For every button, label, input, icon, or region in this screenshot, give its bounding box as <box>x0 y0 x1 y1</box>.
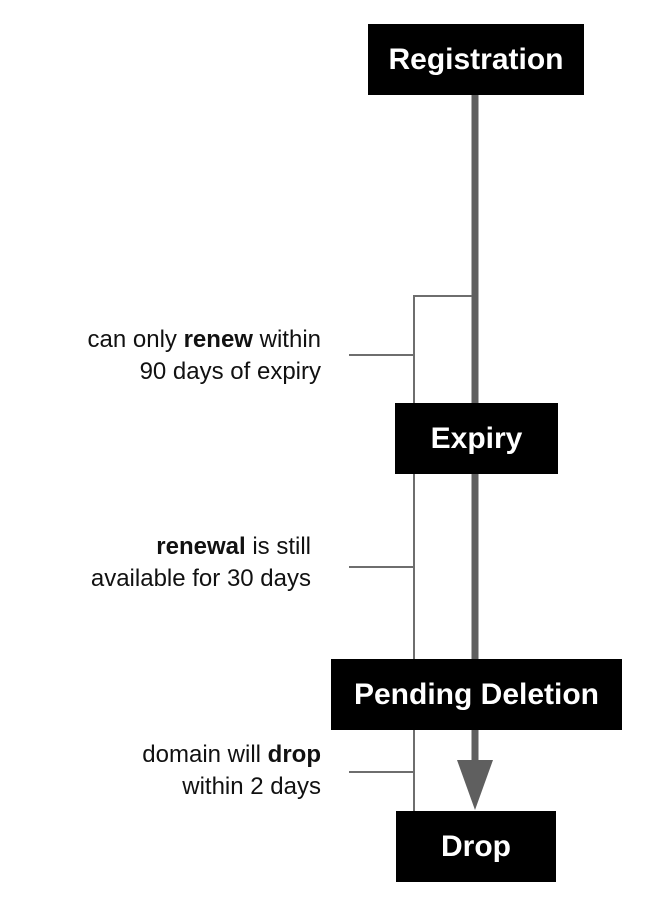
stage-registration: Registration <box>368 24 584 95</box>
note-grace-period-line2: available for 30 days <box>90 565 311 592</box>
note-grace-period: renewal is still available for 30 days <box>91 531 311 595</box>
timeline-arrowhead <box>457 760 493 810</box>
stage-expiry: Expiry <box>395 403 558 474</box>
note-drop-window: domain will drop within 2 days <box>142 739 321 803</box>
stage-pending-deletion: Pending Deletion <box>331 659 622 730</box>
note-drop-window-line1: domain will drop <box>142 741 321 768</box>
note-renew-window: can only renew within 90 days of expiry <box>88 324 321 388</box>
note-renew-window-line2: 90 days of expiry <box>139 358 321 385</box>
note-drop-window-line2: within 2 days <box>182 773 321 800</box>
note-grace-period-line1: renewal is still <box>156 533 311 560</box>
renew-window-bracket <box>413 295 472 404</box>
note-renew-window-line1: can only renew within <box>87 326 321 353</box>
stage-drop: Drop <box>396 811 556 882</box>
